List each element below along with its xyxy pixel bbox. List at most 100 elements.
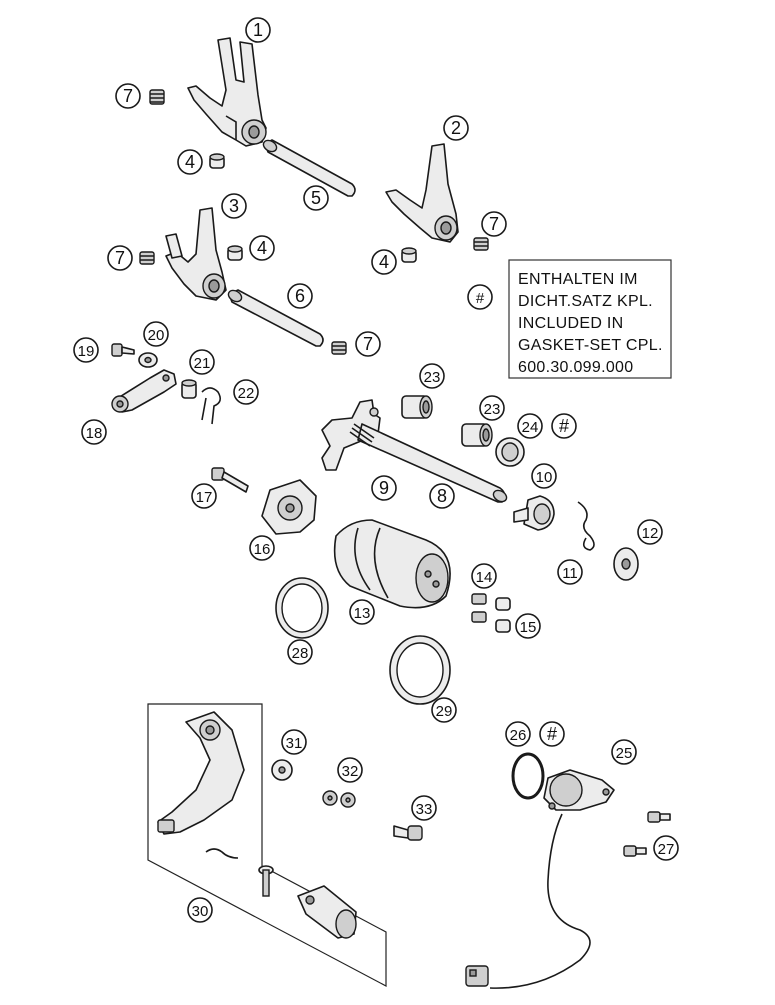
callout-c4b: 4: [249, 235, 275, 261]
callout-c15: 15: [515, 613, 541, 639]
callout-circle: [249, 535, 275, 561]
callout-c13: 13: [349, 599, 375, 625]
callout-label: 4: [379, 252, 389, 272]
callout-c18: 18: [81, 419, 107, 445]
callout-c7d: 7: [355, 331, 381, 357]
callout-c2: 2: [443, 115, 469, 141]
callout-c10: 10: [531, 463, 557, 489]
part-star-washers-32: [322, 790, 356, 808]
callout-circle: [653, 835, 679, 861]
note-line-5: 600.30.099.000: [518, 359, 633, 376]
callout-label: 19: [78, 343, 95, 360]
callout-circle: [471, 563, 497, 589]
callout-circle: [287, 639, 313, 665]
callout-c29: 29: [431, 697, 457, 723]
part-spring-7b: [139, 251, 155, 265]
callout-label: 12: [642, 525, 659, 542]
callout-label: 2: [451, 118, 461, 138]
callout-c24: 24: [517, 413, 543, 439]
callout-label: 3: [229, 196, 239, 216]
callout-circle: [419, 363, 445, 389]
callout-c20: 20: [143, 321, 169, 347]
callout-circle: [189, 349, 215, 375]
callout-c26h: #: [539, 721, 565, 747]
callout-circle: [371, 475, 397, 501]
callout-circle: [349, 599, 375, 625]
callout-circle: [249, 235, 275, 261]
callout-circle: [479, 395, 505, 421]
part-washer-31: [271, 759, 293, 781]
callout-c7a: 7: [115, 83, 141, 109]
callout-c27: 27: [653, 835, 679, 861]
callout-c28: 28: [287, 639, 313, 665]
callout-label: 14: [476, 569, 493, 586]
callout-c14: 14: [471, 563, 497, 589]
part-shift-fork-3: [165, 207, 227, 301]
callout-c30: 30: [187, 897, 213, 923]
part-spring-clip-11: [577, 501, 595, 551]
callout-label: 13: [354, 605, 371, 622]
callout-label: 23: [424, 369, 441, 386]
callout-c21: 21: [189, 349, 215, 375]
part-shift-lever-pin-30: [258, 865, 274, 897]
note-line-3: INCLUDED IN: [518, 315, 624, 332]
callout-circle: [221, 193, 247, 219]
callout-c3: 3: [221, 193, 247, 219]
callout-label: 21: [194, 355, 211, 372]
callout-label: 7: [115, 248, 125, 268]
gasket-set-note: ENTHALTEN IM DICHT.SATZ KPL. INCLUDED IN…: [508, 259, 672, 379]
callout-circle: [337, 757, 363, 783]
callout-circle: [429, 483, 455, 509]
callout-circle: [515, 613, 541, 639]
callout-circle: [371, 249, 397, 275]
callout-label: 26: [510, 727, 527, 744]
callout-label: 16: [254, 541, 271, 558]
part-shift-fork-1: [187, 37, 267, 147]
callout-c33: 33: [411, 795, 437, 821]
callout-circle: [355, 331, 381, 357]
part-spring-7a: [149, 89, 165, 105]
callout-circle: [443, 115, 469, 141]
callout-circle: [281, 729, 307, 755]
part-screws-27: [623, 811, 671, 857]
part-spring-9: [349, 423, 375, 447]
callout-label: 6: [295, 286, 305, 306]
callout-label: 17: [196, 489, 213, 506]
callout-c8: 8: [429, 483, 455, 509]
callout-circle: [431, 697, 457, 723]
callout-circle: [245, 17, 271, 43]
callout-label: 30: [192, 903, 209, 920]
callout-c32: 32: [337, 757, 363, 783]
part-needle-bearing-23a: [401, 395, 433, 419]
part-needle-bearing-23b: [461, 423, 493, 447]
callout-c7c: 7: [481, 211, 507, 237]
callout-c25: 25: [611, 739, 637, 765]
part-group-frame-30: [147, 703, 387, 987]
callout-label: 7: [489, 214, 499, 234]
note-line-1: ENTHALTEN IM: [518, 271, 638, 288]
callout-circle: [233, 379, 259, 405]
part-bushing-21: [181, 379, 197, 399]
part-shift-rail-5: [262, 139, 356, 197]
part-shift-fork-2: [385, 143, 459, 243]
callout-c4a: 4: [177, 149, 203, 175]
callout-c5: 5: [303, 185, 329, 211]
callout-label: 7: [123, 86, 133, 106]
callout-c1: 1: [245, 17, 271, 43]
part-shift-drum-locating-16: [261, 479, 317, 535]
callout-circle: [505, 721, 531, 747]
callout-c26: 26: [505, 721, 531, 747]
part-springs-14: [471, 593, 487, 623]
part-shift-lever-spring-30: [205, 848, 239, 859]
callout-label: 15: [520, 619, 537, 636]
part-washer-12: [613, 547, 639, 581]
callout-circle: [177, 149, 203, 175]
callout-label: 25: [616, 745, 633, 762]
callout-c6: 6: [287, 283, 313, 309]
part-lever-18: [111, 369, 177, 413]
note-line-2: DICHT.SATZ KPL.: [518, 293, 653, 310]
callout-label: #: [547, 724, 557, 744]
callout-circle: [73, 337, 99, 363]
part-bearing-28: [275, 577, 329, 639]
